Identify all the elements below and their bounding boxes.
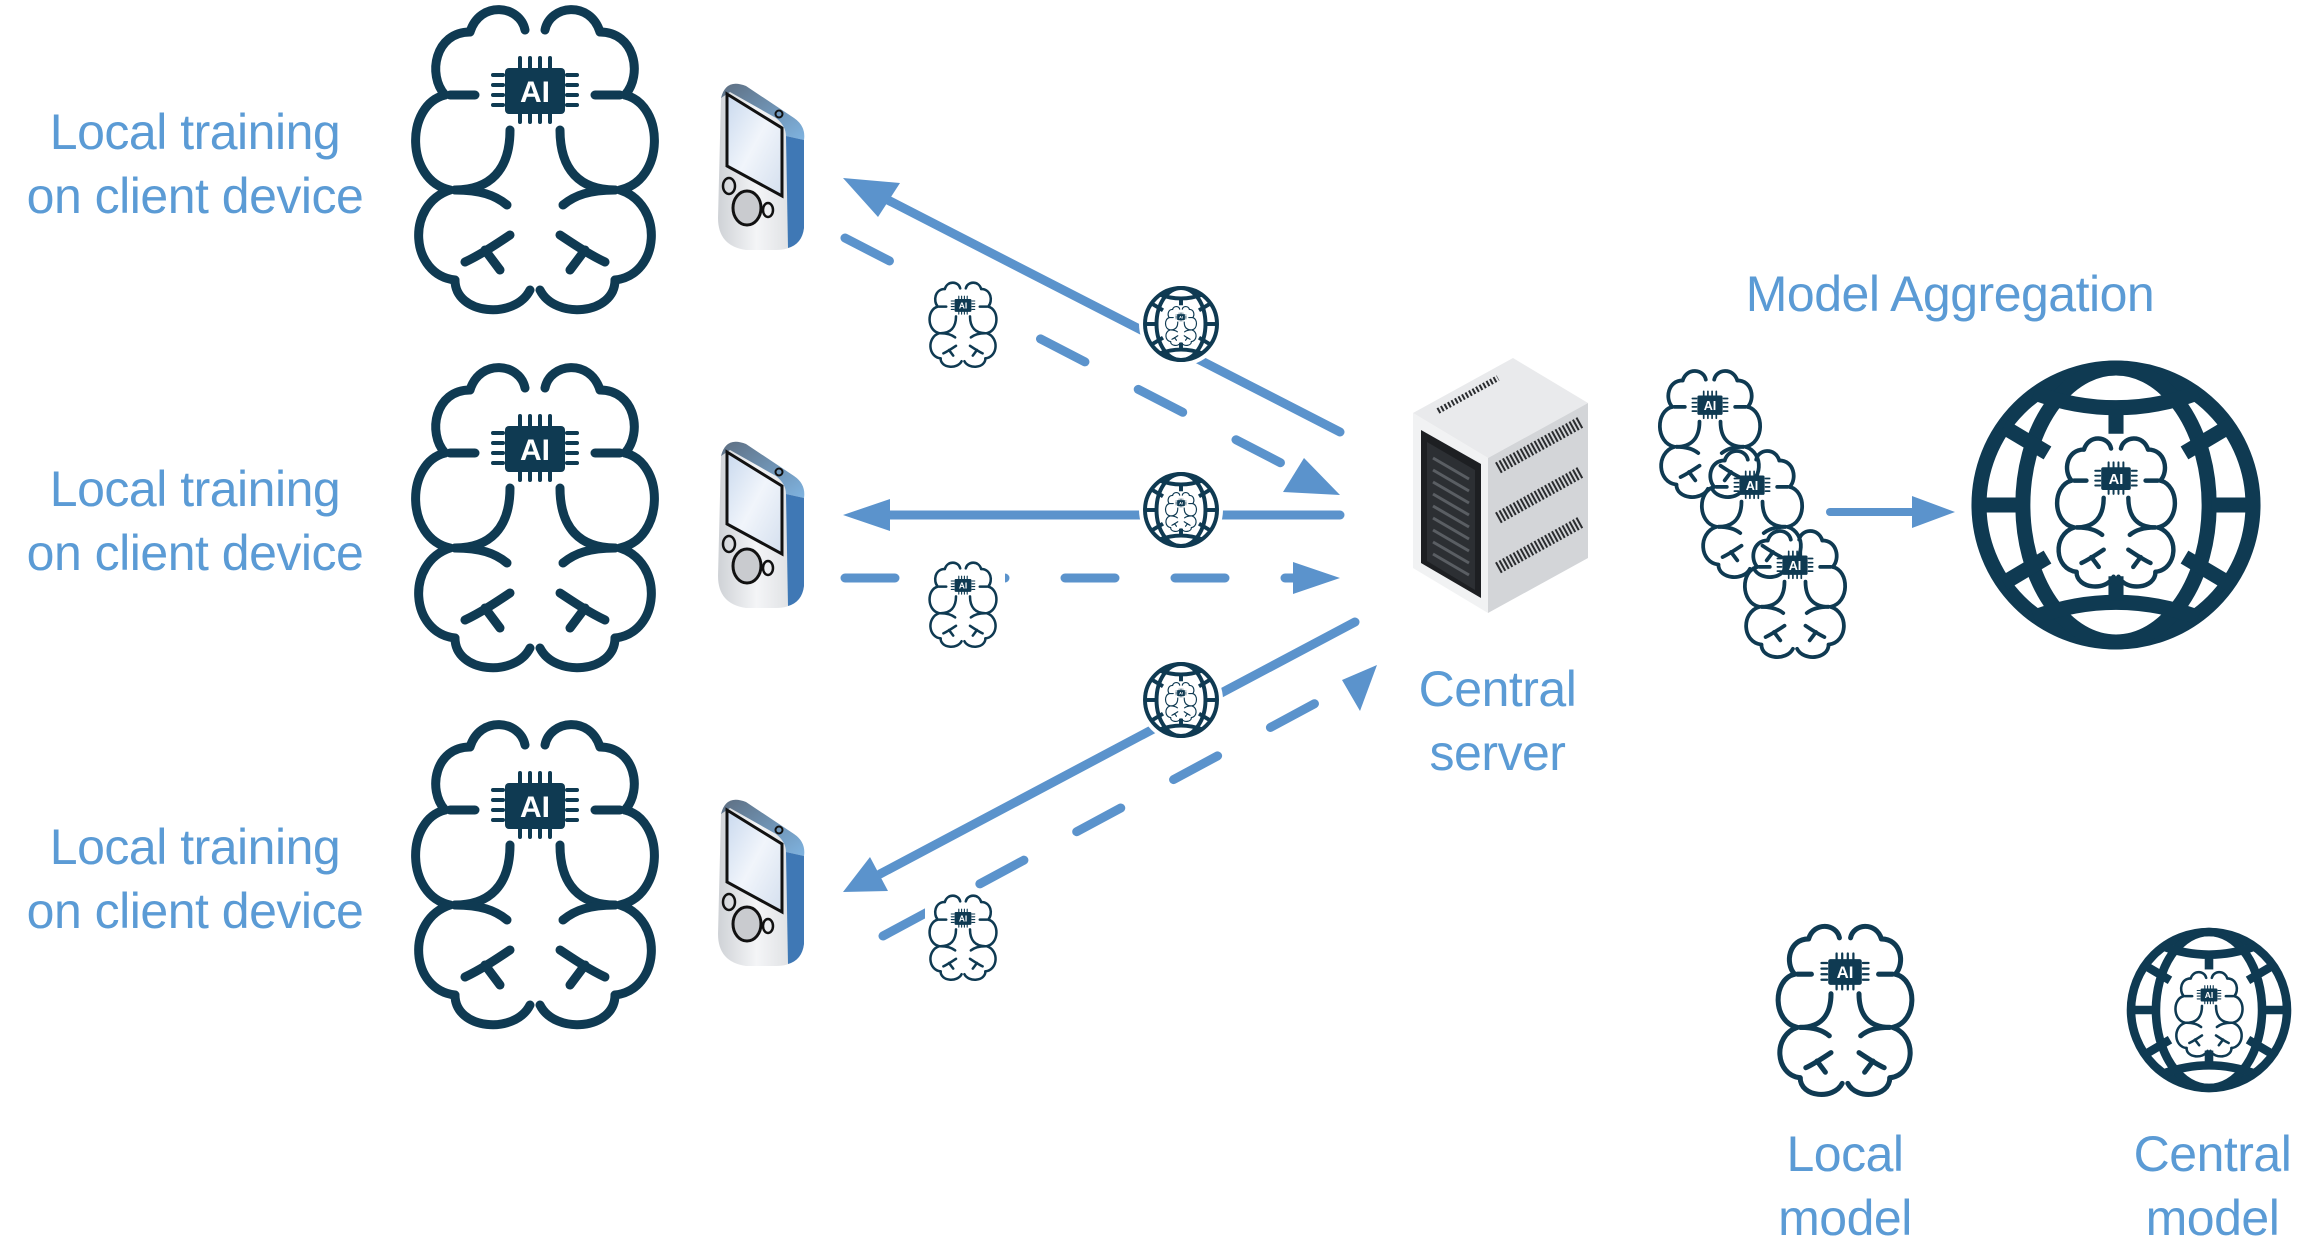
- aggregation-title: Model Aggregation: [1745, 266, 2155, 322]
- server-label-line1: Central: [1418, 661, 1577, 717]
- client-2-label-line2: on client device: [26, 525, 364, 581]
- client-2-label: Local training on client device: [15, 457, 375, 585]
- client-2-label-line1: Local training: [49, 461, 341, 517]
- arrow-aggregation-to-central: [1826, 496, 1955, 528]
- arrow-server-to-client-2: [843, 499, 1345, 531]
- arrow-server-to-client-3: [843, 617, 1360, 892]
- client-2-mobile-device-icon: [716, 440, 806, 610]
- legend-central-model-label: Central model: [2120, 1122, 2305, 1250]
- legend-local-model-icon: [1778, 926, 1912, 1094]
- client-3-label-line1: Local training: [49, 819, 341, 875]
- client-2-brain-ai-icon: [416, 368, 655, 668]
- legend-central-label-line2: model: [2145, 1190, 2280, 1246]
- token-local-model-1: [925, 280, 1005, 368]
- legend-central-label-line1: Central: [2133, 1126, 2292, 1182]
- server-label: Central server: [1400, 657, 1595, 785]
- client-1-label-line1: Local training: [49, 104, 341, 160]
- central-model-globe-icon: [1979, 368, 2253, 642]
- legend-local-label-line2: model: [1778, 1190, 1912, 1246]
- arrow-server-to-client-1: [843, 178, 1345, 437]
- server-label-line2: server: [1429, 725, 1566, 781]
- token-central-model-2: [1139, 468, 1223, 552]
- token-central-model-1: [1139, 282, 1223, 366]
- client-3-label-line2: on client device: [26, 883, 364, 939]
- legend-local-model-label: Local model: [1765, 1122, 1925, 1250]
- client-3-brain-ai-icon: [416, 725, 655, 1025]
- token-local-model-2: [925, 561, 1005, 648]
- legend-local-label-line1: Local: [1786, 1126, 1904, 1182]
- arrow-client-3-to-server: [878, 665, 1377, 941]
- server-rack-icon: [1413, 358, 1588, 613]
- client-1-brain-ai-icon: [416, 10, 655, 310]
- token-central-model-3: [1139, 658, 1223, 742]
- legend-central-model-icon: [2131, 932, 2287, 1088]
- client-3-mobile-device-icon: [716, 798, 806, 968]
- arrow-client-2-to-server: [840, 562, 1340, 594]
- aggregation-local-models: [1657, 369, 1848, 659]
- client-1-mobile-device-icon: [716, 82, 806, 252]
- client-1-label-line2: on client device: [26, 168, 364, 224]
- token-local-model-3: [925, 894, 1005, 981]
- arrow-client-1-to-server: [840, 233, 1340, 495]
- client-3-label: Local training on client device: [15, 815, 375, 943]
- client-1-label: Local training on client device: [15, 100, 375, 228]
